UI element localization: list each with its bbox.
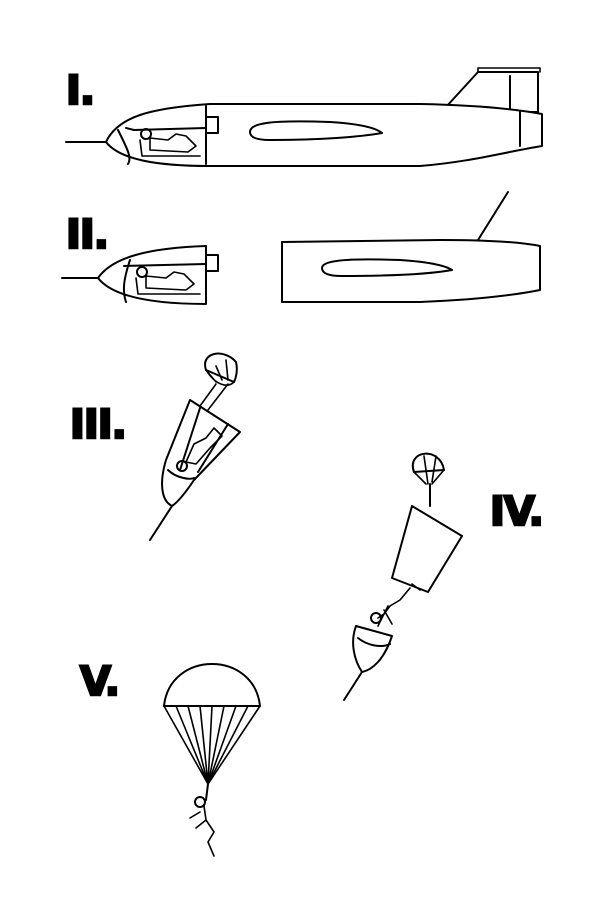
aircraft-separated (61, 191, 541, 305)
capsule-drogue (149, 352, 241, 541)
nose-joint (117, 129, 131, 165)
step-label-2: II. (66, 212, 108, 258)
drogue-chute-3 (204, 352, 238, 383)
nose-section (97, 245, 207, 305)
pilot-separation (343, 452, 463, 701)
seat-2 (135, 277, 201, 295)
tail-cap (477, 67, 541, 73)
hatch-panel-4 (391, 505, 463, 593)
drogue-chute-4 (411, 452, 445, 473)
step-label-3: III. (70, 402, 126, 448)
step-label-1: I. (66, 68, 94, 114)
nose-joint-2 (122, 259, 131, 303)
capsule-joint-4 (357, 637, 391, 647)
capsule-frame-3 (179, 407, 229, 473)
canopy (163, 663, 261, 707)
hatch-latch-4 (411, 583, 421, 591)
aircraft-complete (65, 67, 543, 167)
wing-outline-2 (321, 258, 453, 277)
pilot-head (140, 128, 152, 140)
parachutist-body (189, 805, 215, 857)
pitot-probe-3 (149, 505, 173, 541)
seat (139, 139, 201, 157)
pitot-probe-4 (343, 671, 363, 701)
pilot-body-2 (145, 271, 195, 291)
capsule-joint-3 (167, 469, 195, 480)
capsule-body-4 (352, 625, 393, 673)
pilot-head-3 (176, 460, 188, 472)
drogue-gores-3 (205, 359, 235, 386)
hatch-bump-2 (205, 254, 219, 272)
main-parachute (163, 663, 261, 857)
parachutist-head (194, 796, 206, 808)
fuselage-remainder (281, 239, 541, 303)
capsule-body-3 (161, 399, 241, 507)
wing-outline (249, 120, 383, 141)
riser (205, 783, 209, 801)
pilot-body-4 (377, 587, 411, 619)
drogue-lines-3 (199, 383, 229, 411)
tail-fin-stub (477, 191, 509, 241)
pilot-head-4 (370, 612, 382, 624)
hatch-bump (205, 116, 219, 134)
canopy-line (125, 127, 207, 131)
drogue-gores-4 (413, 455, 445, 485)
pilot-body-3 (185, 427, 223, 465)
pilot-head-2 (136, 266, 148, 278)
pilot-limbs-4 (377, 605, 393, 627)
step-label-4: IV. (490, 489, 543, 535)
suspension-lines (163, 705, 261, 785)
pilot-body (149, 133, 197, 153)
step-label-5: V. (80, 659, 119, 705)
canopy-line-2 (123, 263, 207, 267)
